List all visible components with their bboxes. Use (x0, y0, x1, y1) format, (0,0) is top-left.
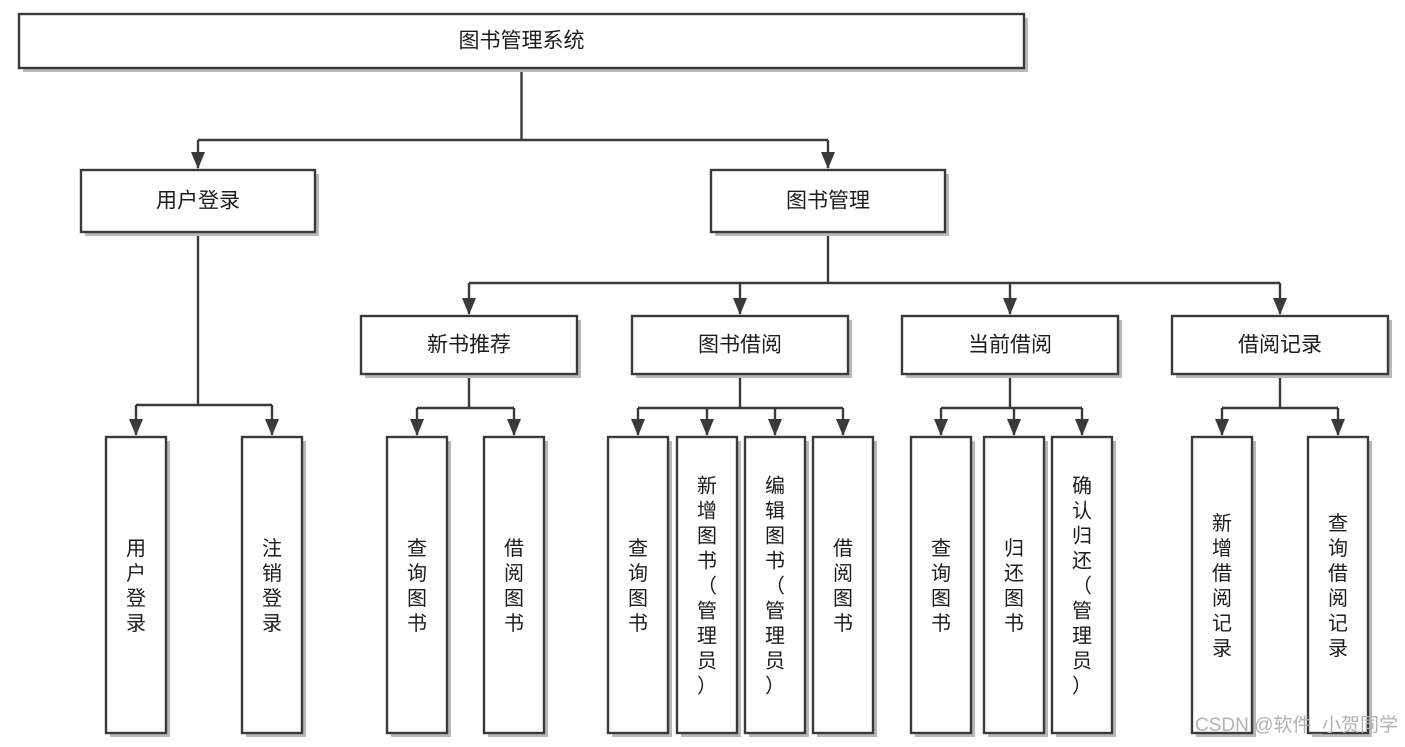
node-rect[interactable] (1050, 435, 1114, 735)
node-rect[interactable] (17, 12, 1026, 70)
node-label: 图书管理 (786, 190, 870, 213)
node-label: 用户登录 (156, 190, 240, 213)
node-leaf-5[interactable]: 新增图书（管理员） (675, 435, 741, 737)
arrow-head-icon (1007, 419, 1021, 436)
node-rect[interactable] (482, 435, 546, 735)
node-label: 用户登录 (126, 538, 146, 635)
node-label: 新增借阅记录 (1212, 512, 1232, 660)
node-l2-0[interactable]: 新书推荐 (359, 314, 581, 378)
node-label: 当前借阅 (968, 334, 1052, 357)
arrow-head-icon (410, 419, 424, 436)
node-rect[interactable] (240, 435, 304, 735)
node-l2-3[interactable]: 借阅记录 (1170, 314, 1392, 378)
arrow-head-icon (934, 419, 948, 436)
node-rect[interactable] (900, 314, 1120, 376)
arrow-head-icon (821, 152, 835, 169)
node-label: 借阅图书 (833, 537, 853, 635)
node-rect[interactable] (743, 435, 807, 735)
node-leaf-10[interactable]: 确认归还（管理员） (1050, 435, 1116, 737)
node-label: 图书借阅 (698, 334, 782, 357)
node-rect[interactable] (104, 435, 168, 735)
arrow-head-icon (265, 419, 279, 436)
connector-layer (129, 68, 1345, 436)
arrow-head-icon (1331, 419, 1345, 436)
node-rect[interactable] (675, 435, 739, 735)
arrow-head-icon (1075, 419, 1089, 436)
node-l2-1[interactable]: 图书借阅 (630, 314, 852, 378)
node-rect[interactable] (630, 314, 850, 376)
node-label: 借阅记录 (1238, 334, 1322, 357)
node-rect[interactable] (811, 435, 875, 735)
node-rect[interactable] (1190, 435, 1254, 735)
arrow-head-icon (836, 419, 850, 436)
node-leaf-4[interactable]: 查询图书 (606, 435, 672, 737)
arrow-head-icon (129, 419, 143, 436)
node-label: 查询图书 (931, 537, 951, 635)
arrow-head-icon (507, 419, 521, 436)
arrow-head-icon (1273, 298, 1287, 315)
node-label: 图书管理系统 (459, 30, 585, 53)
node-rect[interactable] (79, 168, 317, 234)
arrow-head-icon (462, 298, 476, 315)
node-leaf-2[interactable]: 查询图书 (385, 435, 451, 737)
arrow-head-icon (768, 419, 782, 436)
node-leaf-7[interactable]: 借阅图书 (811, 435, 877, 737)
node-label: 查询图书 (407, 537, 427, 635)
node-rect[interactable] (359, 314, 579, 376)
node-rect[interactable] (709, 168, 947, 234)
node-label: 编辑图书（管理员） (765, 475, 785, 698)
node-layer: 图书管理系统用户登录图书管理新书推荐图书借阅当前借阅借阅记录用户登录注销登录查询… (17, 12, 1392, 737)
node-l2-2[interactable]: 当前借阅 (900, 314, 1122, 378)
node-label: 新增图书（管理员） (697, 475, 717, 698)
node-leaf-9[interactable]: 归还图书 (982, 435, 1048, 737)
node-rect[interactable] (982, 435, 1046, 735)
node-leaf-11[interactable]: 新增借阅记录 (1190, 435, 1256, 737)
node-label: 借阅图书 (504, 537, 524, 635)
node-leaf-1[interactable]: 注销登录 (240, 435, 306, 737)
arrow-head-icon (1215, 419, 1229, 436)
node-label: 查询图书 (628, 537, 648, 635)
node-rect[interactable] (385, 435, 449, 735)
node-label: 确认归还（管理员） (1072, 475, 1092, 698)
arrow-head-icon (700, 419, 714, 436)
arrow-head-icon (191, 152, 205, 169)
node-l1-0[interactable]: 用户登录 (79, 168, 319, 236)
csdn-watermark: CSDN @软件_小贺同学 (1195, 714, 1398, 736)
arrow-head-icon (631, 419, 645, 436)
node-rect[interactable] (909, 435, 973, 735)
node-leaf-6[interactable]: 编辑图书（管理员） (743, 435, 809, 737)
node-leaf-12[interactable]: 查询借阅记录 (1306, 435, 1372, 737)
node-label: 新书推荐 (427, 334, 511, 357)
node-leaf-3[interactable]: 借阅图书 (482, 435, 548, 737)
node-rect[interactable] (1306, 435, 1370, 735)
node-rect[interactable] (1170, 314, 1390, 376)
node-leaf-0[interactable]: 用户登录 (104, 435, 170, 737)
node-label: 注销登录 (262, 537, 282, 635)
node-leaf-8[interactable]: 查询图书 (909, 435, 975, 737)
node-l1-1[interactable]: 图书管理 (709, 168, 949, 236)
node-label: 查询借阅记录 (1328, 512, 1348, 660)
arrow-head-icon (733, 298, 747, 315)
node-root-0[interactable]: 图书管理系统 (17, 12, 1028, 72)
arrow-head-icon (1003, 298, 1017, 315)
node-rect[interactable] (606, 435, 670, 735)
node-label: 归还图书 (1004, 537, 1024, 635)
